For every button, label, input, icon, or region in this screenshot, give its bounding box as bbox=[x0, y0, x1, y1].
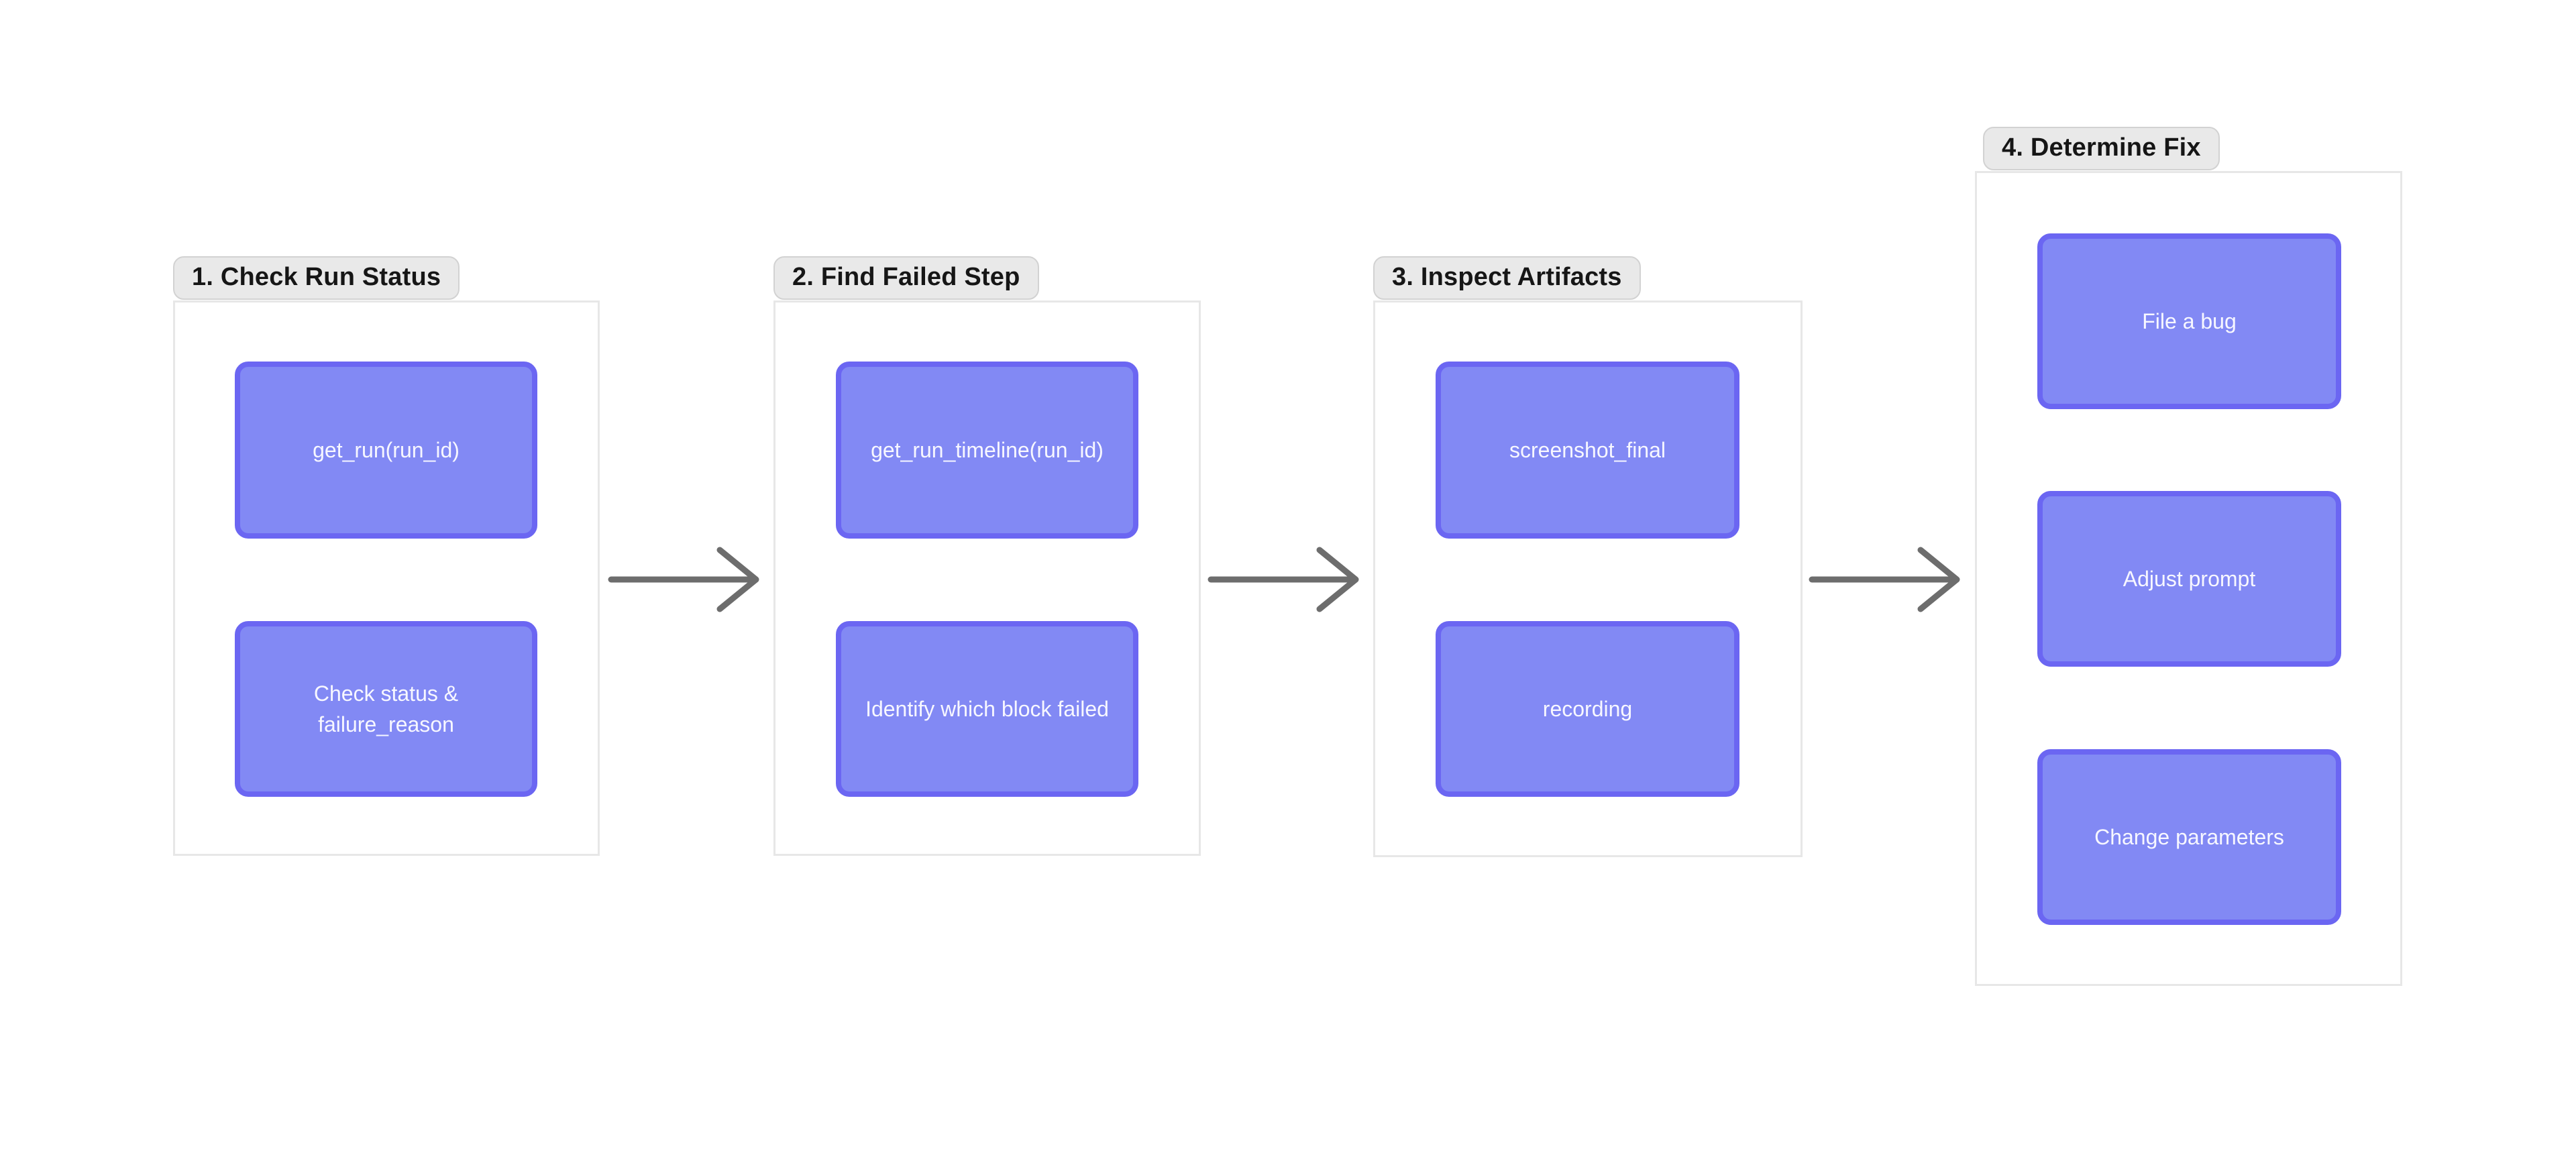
node-change-parameters-label: Change parameters bbox=[2094, 824, 2284, 849]
node-identify-failed-block[interactable]: Identify which block failed bbox=[836, 621, 1138, 797]
node-adjust-prompt-label: Adjust prompt bbox=[2123, 566, 2256, 591]
node-file-a-bug-label: File a bug bbox=[2142, 309, 2237, 333]
group-label-check-run-status[interactable]: 1. Check Run Status bbox=[173, 256, 460, 300]
group-label-inspect-artifacts[interactable]: 3. Inspect Artifacts bbox=[1373, 256, 1641, 300]
node-get-run[interactable]: get_run(run_id) bbox=[235, 362, 537, 539]
node-get-run-timeline[interactable]: get_run_timeline(run_id) bbox=[836, 362, 1138, 539]
node-check-status-failure-reason-label: Check status & failure_reason bbox=[313, 681, 459, 736]
node-change-parameters[interactable]: Change parameters bbox=[2037, 749, 2341, 925]
node-screenshot-final-label: screenshot_final bbox=[1509, 437, 1666, 462]
node-screenshot-final[interactable]: screenshot_final bbox=[1436, 362, 1739, 539]
arrow-step1-to-step2-icon[interactable] bbox=[607, 539, 775, 620]
node-file-a-bug[interactable]: File a bug bbox=[2037, 233, 2341, 409]
node-identify-failed-block-label: Identify which block failed bbox=[865, 696, 1109, 721]
group-label-find-failed-step[interactable]: 2. Find Failed Step bbox=[773, 256, 1039, 300]
node-check-status-failure-reason[interactable]: Check status & failure_reason bbox=[235, 621, 537, 797]
arrow-step2-to-step3-icon[interactable] bbox=[1207, 539, 1375, 620]
node-get-run-label: get_run(run_id) bbox=[313, 437, 460, 462]
node-recording-label: recording bbox=[1542, 696, 1633, 721]
node-adjust-prompt[interactable]: Adjust prompt bbox=[2037, 491, 2341, 667]
node-recording[interactable]: recording bbox=[1436, 621, 1739, 797]
group-label-determine-fix[interactable]: 4. Determine Fix bbox=[1983, 127, 2220, 170]
arrow-step3-to-step4-icon[interactable] bbox=[1808, 539, 1976, 620]
node-get-run-timeline-label: get_run_timeline(run_id) bbox=[871, 437, 1104, 462]
